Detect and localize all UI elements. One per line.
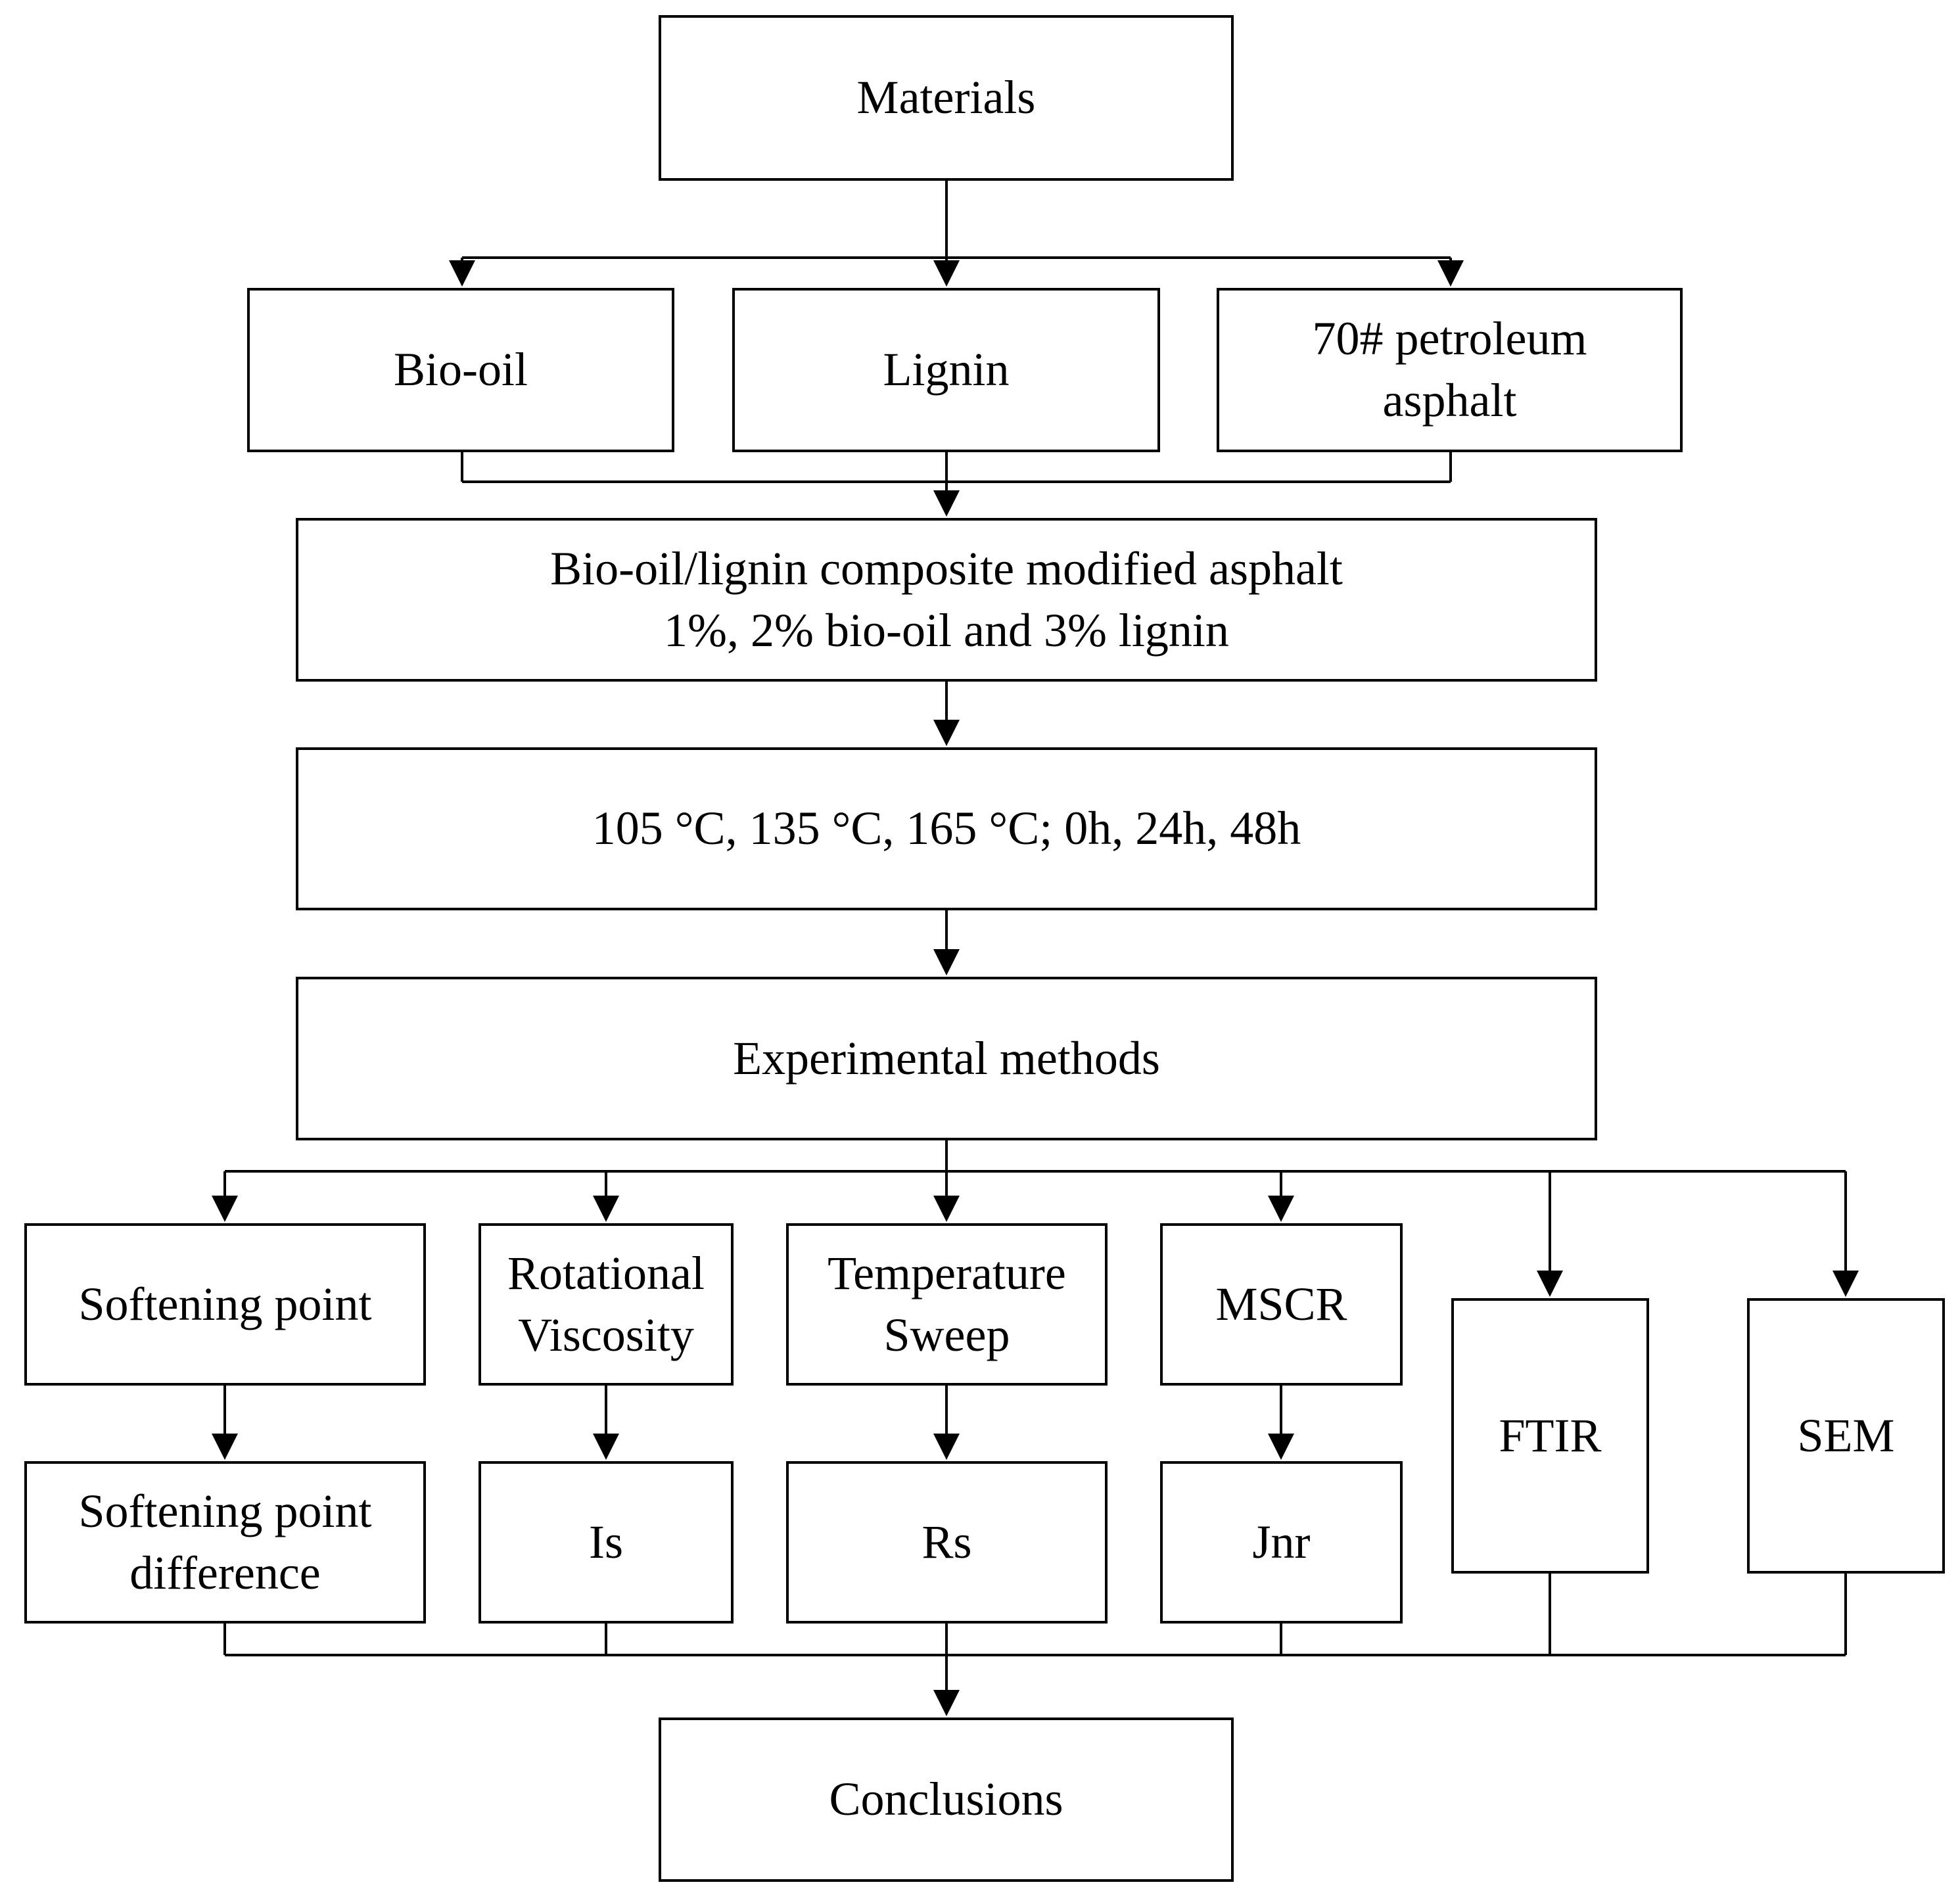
jnr-label: Jnr (1252, 1515, 1311, 1568)
bio-oil-box: Bio-oil (247, 288, 674, 452)
temperature-sweep-label-line2: Sweep (883, 1308, 1010, 1361)
softening-point-label: Softening point (78, 1277, 372, 1330)
conclusions-box: Conclusions (659, 1718, 1234, 1882)
sem-box: SEM (1747, 1298, 1945, 1574)
rs-label: Rs (922, 1515, 972, 1568)
methods-box: Experimental methods (296, 977, 1597, 1140)
rotational-viscosity-label-line1: Rotational (507, 1246, 705, 1299)
mscr-label: MSCR (1215, 1277, 1347, 1330)
is-label: Is (589, 1515, 623, 1568)
materials-box: Materials (659, 15, 1234, 181)
bio-oil-label: Bio-oil (393, 343, 528, 396)
asphalt-label-line1: 70# petroleum (1312, 312, 1587, 365)
materials-label: Materials (856, 71, 1036, 124)
lignin-box: Lignin (732, 288, 1160, 452)
ftir-label: FTIR (1499, 1409, 1602, 1462)
rs-box: Rs (786, 1461, 1108, 1624)
asphalt-label-line2: asphalt (1382, 374, 1517, 427)
softening-point-box: Softening point (24, 1223, 426, 1386)
temperature-sweep-label-line1: Temperature (828, 1246, 1066, 1299)
conclusions-label: Conclusions (829, 1773, 1063, 1826)
composite-label-line1: Bio-oil/lignin composite modified asphal… (550, 542, 1343, 595)
rotational-viscosity-label-line2: Viscosity (518, 1308, 694, 1361)
composite-label-line2: 1%, 2% bio-oil and 3% lignin (664, 603, 1229, 657)
jnr-box: Jnr (1160, 1461, 1403, 1624)
softening-point-difference-box: Softening point difference (24, 1461, 426, 1624)
softening-point-difference-label-line1: Softening point (78, 1484, 372, 1537)
softening-point-difference-label-line2: difference (129, 1546, 321, 1599)
is-box: Is (478, 1461, 734, 1624)
asphalt-box: 70# petroleum asphalt (1217, 288, 1683, 452)
sem-label: SEM (1797, 1409, 1895, 1462)
methods-label: Experimental methods (733, 1031, 1160, 1085)
rotational-viscosity-box: Rotational Viscosity (478, 1223, 734, 1386)
composite-box: Bio-oil/lignin composite modified asphal… (296, 518, 1597, 682)
conditions-box: 105 °C, 135 °C, 165 °C; 0h, 24h, 48h (296, 747, 1597, 910)
lignin-label: Lignin (883, 343, 1010, 396)
conditions-label: 105 °C, 135 °C, 165 °C; 0h, 24h, 48h (592, 802, 1301, 855)
temperature-sweep-box: Temperature Sweep (786, 1223, 1108, 1386)
mscr-box: MSCR (1160, 1223, 1403, 1386)
ftir-box: FTIR (1451, 1298, 1649, 1574)
